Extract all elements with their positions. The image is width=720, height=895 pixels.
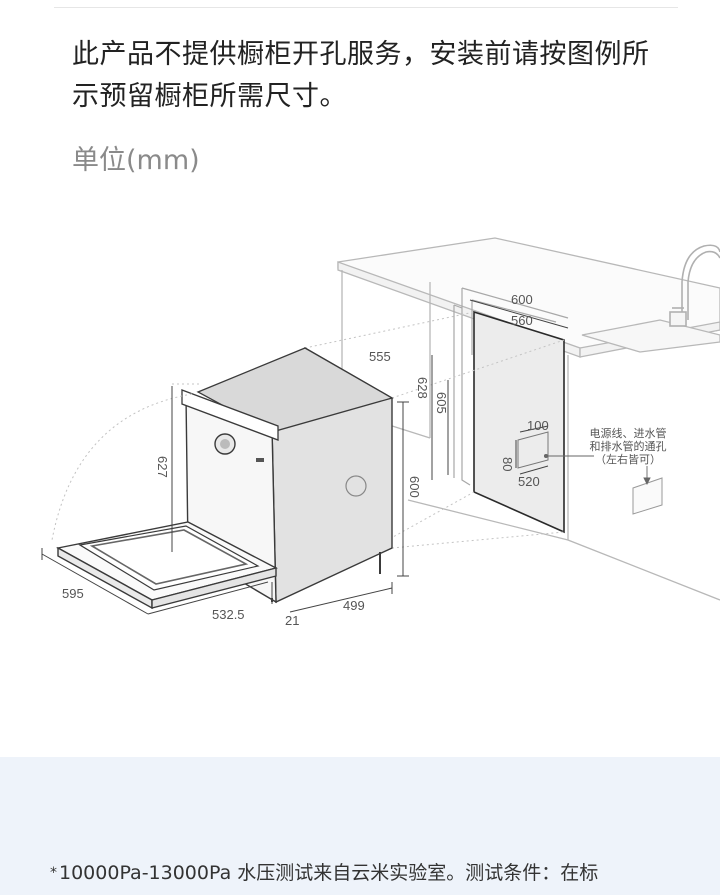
footnote-text: *10000Pa-13000Pa 水压测试来自云米实验室。测试条件：在标 <box>50 857 690 889</box>
dim-595-label: 595 <box>62 586 84 601</box>
dim-555-label: 555 <box>369 349 391 364</box>
dim-605-label: 605 <box>434 392 449 414</box>
dim-520-label: 520 <box>518 474 540 489</box>
dim-21-label: 21 <box>285 613 299 628</box>
indicator-icon <box>256 458 264 462</box>
projection-lines <box>172 311 565 603</box>
callout-line-1: 电源线、进水管 <box>590 426 667 440</box>
cabinet-opening <box>453 287 569 486</box>
footnote-section: *10000Pa-13000Pa 水压测试来自云米实验室。测试条件：在标 <box>0 757 720 895</box>
footnote-body: 10000Pa-13000Pa 水压测试来自云米实验室。测试条件：在标 <box>59 862 599 884</box>
dial-icon <box>214 433 236 455</box>
dim-499-label: 499 <box>343 598 365 613</box>
cabinet-outline <box>337 237 720 601</box>
dim-627-label: 627 <box>155 456 170 478</box>
service-hole <box>517 431 549 469</box>
dim-600-height-label: 600 <box>407 476 422 498</box>
callout-leader <box>543 453 651 486</box>
installation-dimension-diagram: 600 560 555 628 605 100 80 520 627 600 5… <box>41 237 720 628</box>
dimension-lines <box>41 299 569 615</box>
dim-600-label: 600 <box>511 292 533 307</box>
dim-80-label: 80 <box>500 457 515 471</box>
install-instruction-heading: 此产品不提供橱柜开孔服务，安装前请按图例所示预留橱柜所需尺寸。 <box>72 39 650 112</box>
dim-100-label: 100 <box>527 418 549 433</box>
dim-628-label: 628 <box>415 377 430 399</box>
faucet-icon <box>669 244 720 327</box>
callout-line-2: 和排水管的通孔 <box>590 439 667 453</box>
side-service-hole <box>632 477 663 515</box>
unit-label: 单位(mm) <box>72 145 200 176</box>
callout-line-3: （左右皆可） <box>595 452 661 466</box>
dishwasher-door <box>55 521 278 610</box>
dim-560-label: 560 <box>511 313 533 328</box>
cabinet-cavity <box>473 310 565 534</box>
footnote-star: * <box>50 865 57 881</box>
dim-532-5-label: 532.5 <box>212 607 245 622</box>
top-divider <box>54 7 678 8</box>
dishwasher-trim <box>181 389 279 441</box>
door-swing-arc <box>51 393 193 541</box>
side-port-icon <box>345 475 367 497</box>
